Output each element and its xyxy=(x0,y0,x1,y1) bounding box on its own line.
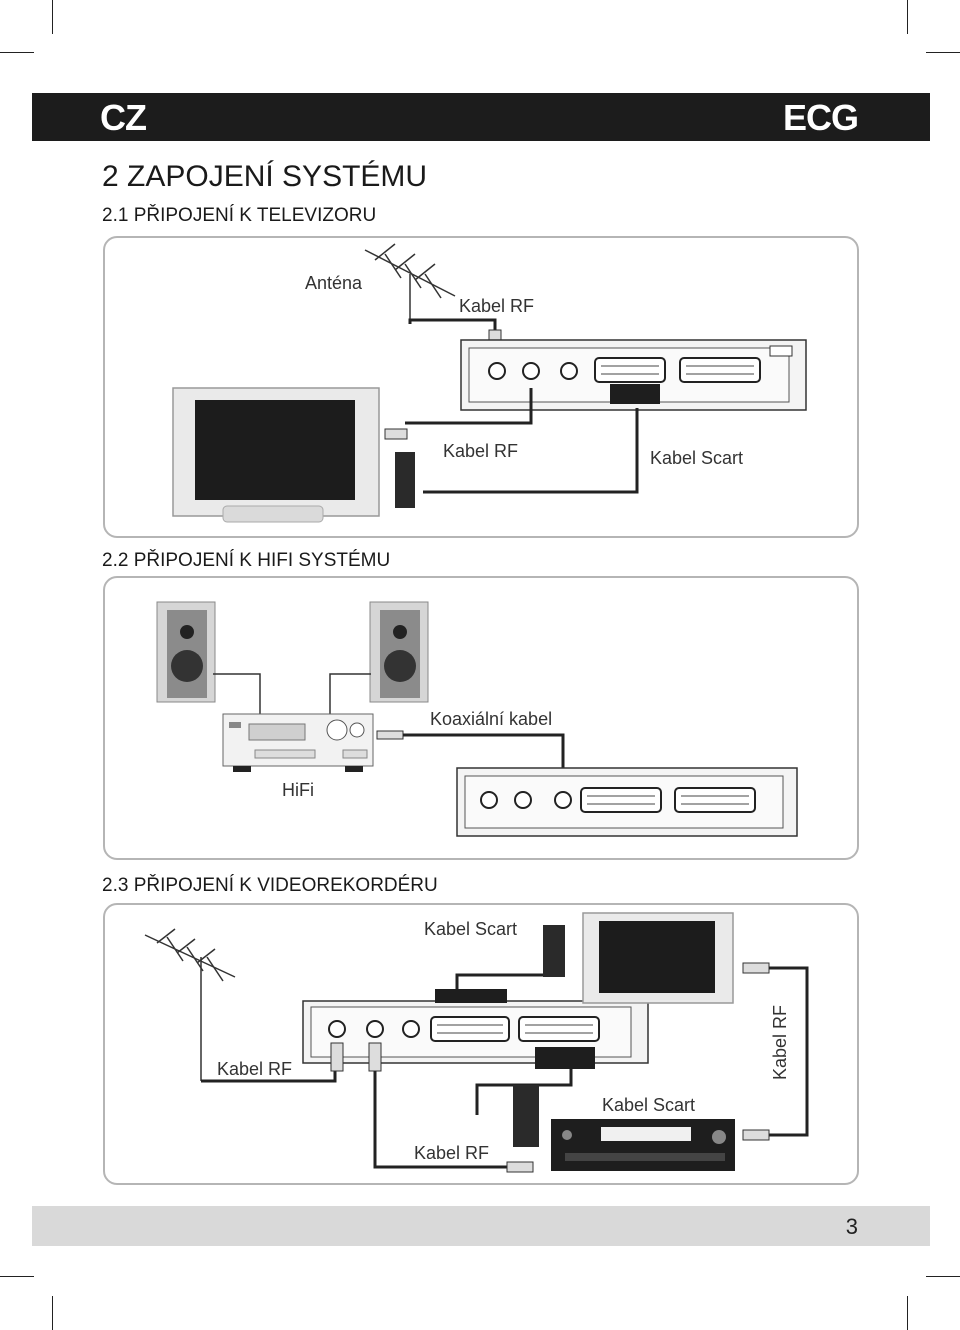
crop-mark xyxy=(907,1296,908,1330)
section-heading-vcr: 2.3 PŘIPOJENÍ K VIDEOREKORDÉRU xyxy=(102,875,438,896)
vcr-icon xyxy=(551,1119,735,1171)
speaker-icon-left xyxy=(156,601,216,703)
label-scart-bottom: Kabel Scart xyxy=(602,1095,696,1115)
header-bar: CZ ECG xyxy=(32,93,930,141)
label-rf-left: Kabel RF xyxy=(217,1059,293,1079)
label-rf-bottom: Kabel RF xyxy=(414,1143,490,1163)
diagram-panel-tv: Anténa Kabel RF Kabel RF Kabel Scart xyxy=(103,236,859,538)
speaker-icon-right xyxy=(369,601,429,703)
label-hifi: HiFi xyxy=(282,780,314,800)
page-number: 3 xyxy=(845,1214,858,1239)
label-rf-right: Kabel RF xyxy=(770,1004,790,1080)
label-scart-cable: Kabel Scart xyxy=(650,448,744,468)
diagram-panel-hifi: Koaxiální kabel HiFi xyxy=(103,576,859,860)
diagram-panel-vcr: Kabel Scart Kabel RF Kabel Scart Kabel R… xyxy=(103,903,859,1185)
label-antenna: Anténa xyxy=(305,273,363,293)
label-rf-cable-bottom: Kabel RF xyxy=(443,441,519,461)
crop-mark xyxy=(0,52,34,53)
brand-logo: ECG xyxy=(782,97,859,138)
crop-mark xyxy=(52,1296,53,1330)
hifi-connection-diagram xyxy=(156,601,798,837)
receiver-rear-panel xyxy=(456,767,798,837)
crop-mark xyxy=(52,0,53,34)
crop-mark xyxy=(926,1276,960,1277)
hifi-amplifier-icon xyxy=(222,713,374,772)
tv-icon xyxy=(582,912,734,1004)
section-heading-tv: 2.1 PŘIPOJENÍ K TELEVIZORU xyxy=(102,205,377,226)
footer-bar: 3 xyxy=(32,1206,930,1246)
section-heading-hifi: 2.2 PŘIPOJENÍ K HIFI SYSTÉMU xyxy=(102,550,391,571)
antenna-icon xyxy=(364,243,456,324)
label-coax-cable: Koaxiální kabel xyxy=(430,709,553,729)
label-rf-cable-top: Kabel RF xyxy=(459,296,535,316)
receiver-rear-panel xyxy=(460,339,807,411)
antenna-icon xyxy=(144,928,236,1081)
crop-mark xyxy=(0,1276,34,1277)
tv-icon xyxy=(172,387,380,523)
receiver-rear-panel xyxy=(302,989,649,1072)
vcr-connection-diagram xyxy=(144,912,809,1173)
tv-connection-diagram xyxy=(172,243,807,523)
page-title: 2 ZAPOJENÍ SYSTÉMU xyxy=(102,160,428,193)
language-code: CZ xyxy=(100,97,147,138)
crop-mark xyxy=(926,52,960,53)
label-scart-top: Kabel Scart xyxy=(424,919,518,939)
crop-mark xyxy=(907,0,908,34)
